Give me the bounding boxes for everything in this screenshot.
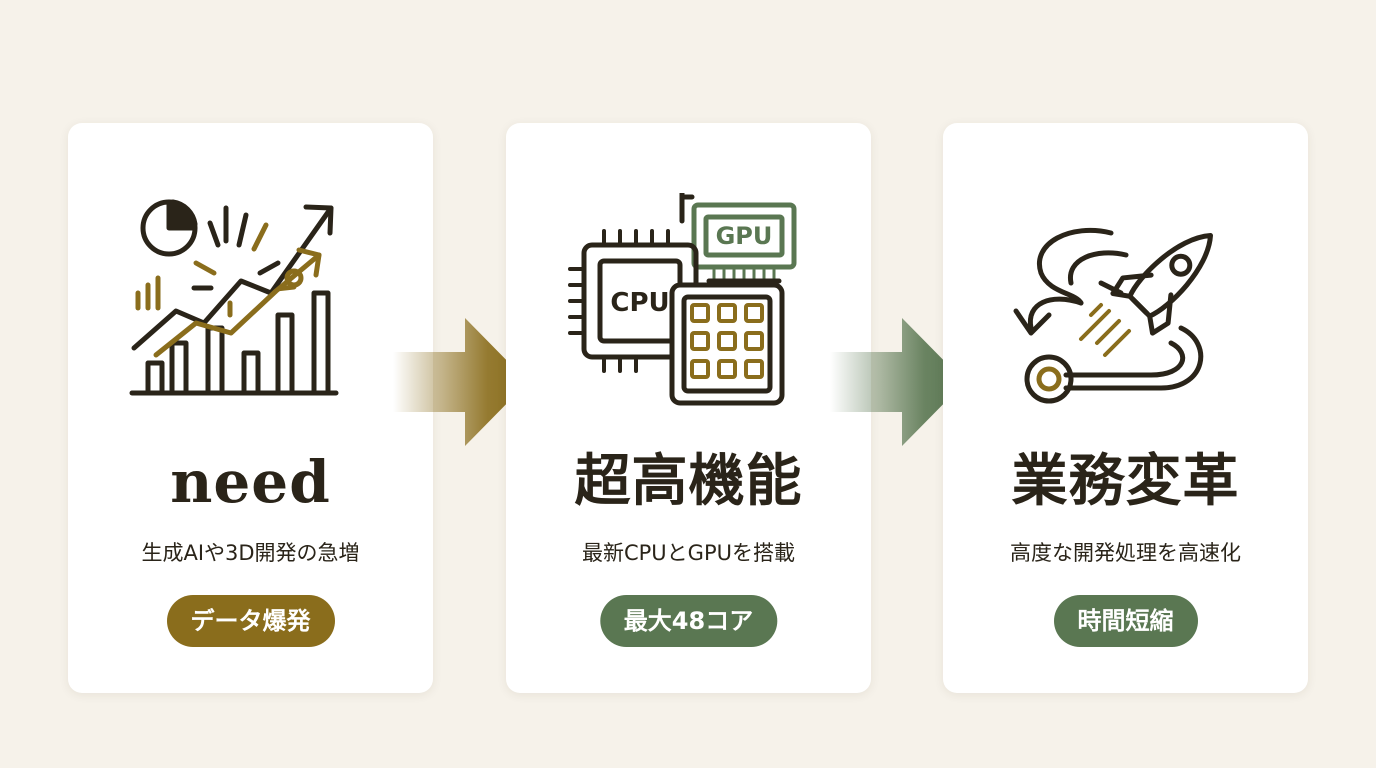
card-title: 業務変革: [1011, 448, 1240, 514]
arrow-right-icon: [393, 318, 528, 446]
growth-chart-icon: [126, 193, 376, 423]
badge-data-explosion: データ爆発: [166, 595, 335, 647]
card-title: need: [170, 448, 331, 516]
card-high-performance: GPU CPU: [506, 123, 871, 693]
gpu-label: GPU: [715, 222, 772, 250]
card-need: need 生成AIや3D開発の急増 データ爆発: [68, 123, 433, 693]
rocket-icon: [1001, 193, 1251, 423]
card-description: 生成AIや3D開発の急増: [141, 541, 360, 565]
badge-time-saving: 時間短縮: [1053, 595, 1198, 647]
card-business-transformation: 業務変革 高度な開発処理を高速化 時間短縮: [943, 123, 1308, 693]
badge-max-cores: 最大48コア: [599, 595, 778, 647]
cpu-gpu-icon: GPU CPU: [564, 193, 814, 423]
arrow-right-icon: [830, 318, 965, 446]
card-title: 超高機能: [574, 448, 803, 514]
card-description: 高度な開発処理を高速化: [1010, 541, 1241, 565]
card-description: 最新CPUとGPUを搭載: [581, 541, 795, 565]
cpu-label: CPU: [610, 288, 669, 318]
